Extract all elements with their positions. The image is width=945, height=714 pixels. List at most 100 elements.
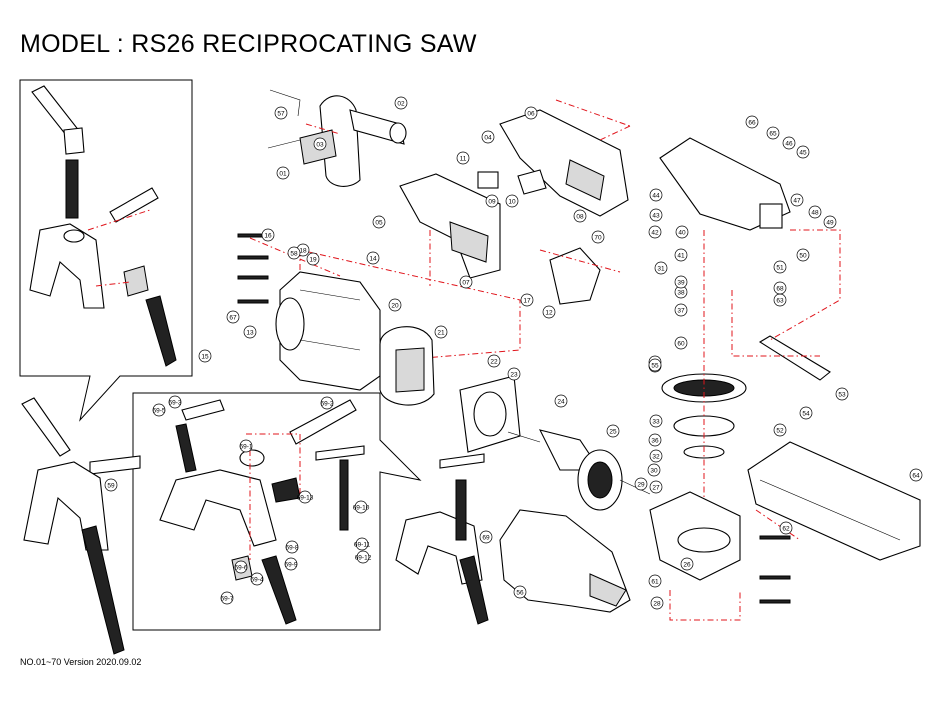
callout-69-10: 69-10 (353, 500, 370, 514)
armature-part-25 (507, 429, 651, 511)
callout-58: 58 (287, 246, 301, 260)
callout-32: 32 (649, 449, 663, 463)
callout-55: 55 (648, 358, 662, 372)
callout-07: 07 (459, 275, 473, 289)
fasteners (237, 233, 801, 604)
svg-text:69-5: 69-5 (152, 408, 165, 415)
callout-06: 06 (524, 106, 538, 120)
svg-text:46: 46 (785, 141, 793, 148)
svg-text:09: 09 (488, 199, 496, 206)
svg-text:02: 02 (397, 101, 405, 108)
svg-text:62: 62 (782, 526, 790, 533)
callout-49: 49 (823, 215, 837, 229)
motor-housing-part-20 (275, 249, 521, 391)
svg-text:24: 24 (557, 399, 565, 406)
svg-text:58: 58 (290, 251, 298, 258)
svg-text:07: 07 (462, 280, 470, 287)
callout-40: 40 (675, 225, 689, 239)
svg-text:48: 48 (811, 210, 819, 217)
vise-handle-part (31, 85, 159, 223)
callout-13: 13 (243, 325, 257, 339)
callout-47: 47 (790, 193, 804, 207)
svg-text:18: 18 (299, 248, 307, 255)
callout-21: 21 (434, 325, 448, 339)
svg-text:69-6: 69-6 (234, 565, 247, 572)
callout-56: 56 (513, 585, 527, 599)
svg-text:37: 37 (677, 308, 685, 315)
svg-text:69-10: 69-10 (353, 505, 370, 512)
svg-text:69-12: 69-12 (355, 555, 372, 562)
svg-text:68: 68 (776, 286, 784, 293)
callout-69-4: 69-4 (250, 572, 264, 586)
callout-69: 69 (479, 530, 493, 544)
callout-10: 10 (505, 194, 519, 208)
svg-text:69-4: 69-4 (250, 577, 263, 584)
callout-67: 67 (226, 310, 240, 324)
svg-text:05: 05 (375, 220, 383, 227)
callout-43: 43 (649, 208, 663, 222)
callout-69-11: 69-11 (354, 537, 370, 551)
callout-29: 29 (634, 477, 648, 491)
base-plate-part-26 (649, 491, 741, 621)
svg-text:55: 55 (651, 363, 659, 370)
svg-text:04: 04 (484, 135, 492, 142)
callout-15: 15 (198, 349, 212, 363)
svg-text:43: 43 (652, 213, 660, 220)
callout-51: 51 (773, 260, 787, 274)
svg-text:28: 28 (653, 601, 661, 608)
callout-54: 54 (799, 406, 813, 420)
svg-text:69-7: 69-7 (220, 596, 233, 603)
svg-text:39: 39 (677, 280, 685, 287)
svg-text:61: 61 (651, 579, 659, 586)
gear-housing-flange-23 (459, 375, 521, 453)
callout-24: 24 (554, 394, 568, 408)
callout-69-12: 69-12 (355, 550, 372, 564)
callout-63: 63 (773, 293, 787, 307)
callout-02: 02 (394, 96, 408, 110)
callout-17: 17 (520, 293, 534, 307)
svg-text:60: 60 (677, 341, 685, 348)
callout-41: 41 (674, 248, 688, 262)
callout-04: 04 (481, 130, 495, 144)
front-housing-part-56 (499, 509, 631, 613)
callout-69-7: 69-7 (220, 591, 234, 605)
callout-52: 52 (773, 423, 787, 437)
svg-text:29: 29 (637, 482, 645, 489)
callout-48: 48 (808, 205, 822, 219)
vise-small-69 (395, 453, 489, 625)
svg-text:14: 14 (369, 256, 377, 263)
svg-text:57: 57 (277, 111, 285, 118)
blade-clamp-part-53 (731, 229, 841, 381)
svg-text:08: 08 (576, 214, 584, 221)
callout-42: 42 (648, 225, 662, 239)
callout-61: 61 (648, 574, 662, 588)
callout-69-9: 69-9 (284, 557, 298, 571)
svg-text:32: 32 (652, 454, 660, 461)
power-cord-part (267, 89, 407, 187)
svg-text:20: 20 (391, 303, 399, 310)
callout-70: 70 (591, 230, 605, 244)
callout-27: 27 (649, 480, 663, 494)
callout-36: 36 (648, 433, 662, 447)
callout-31: 31 (654, 261, 668, 275)
callout-33: 33 (649, 414, 663, 428)
callout-59: 59 (104, 478, 118, 492)
svg-text:30: 30 (650, 468, 658, 475)
callout-69-5: 69-5 (152, 403, 166, 417)
vise-body-part (29, 209, 177, 367)
svg-text:59: 59 (107, 483, 115, 490)
svg-text:47: 47 (793, 198, 801, 205)
callout-19: 19 (306, 252, 320, 266)
callout-14: 14 (366, 251, 380, 265)
svg-text:56: 56 (516, 590, 524, 597)
side-plate-part-70 (539, 247, 621, 305)
svg-text:64: 64 (912, 473, 920, 480)
callout-44: 44 (649, 188, 663, 202)
callout-12: 12 (542, 305, 556, 319)
svg-text:16: 16 (264, 233, 272, 240)
callout-69-1: 69-1 (239, 439, 253, 453)
svg-text:44: 44 (652, 193, 660, 200)
svg-text:69-8: 69-8 (285, 545, 298, 552)
callout-53: 53 (835, 387, 849, 401)
